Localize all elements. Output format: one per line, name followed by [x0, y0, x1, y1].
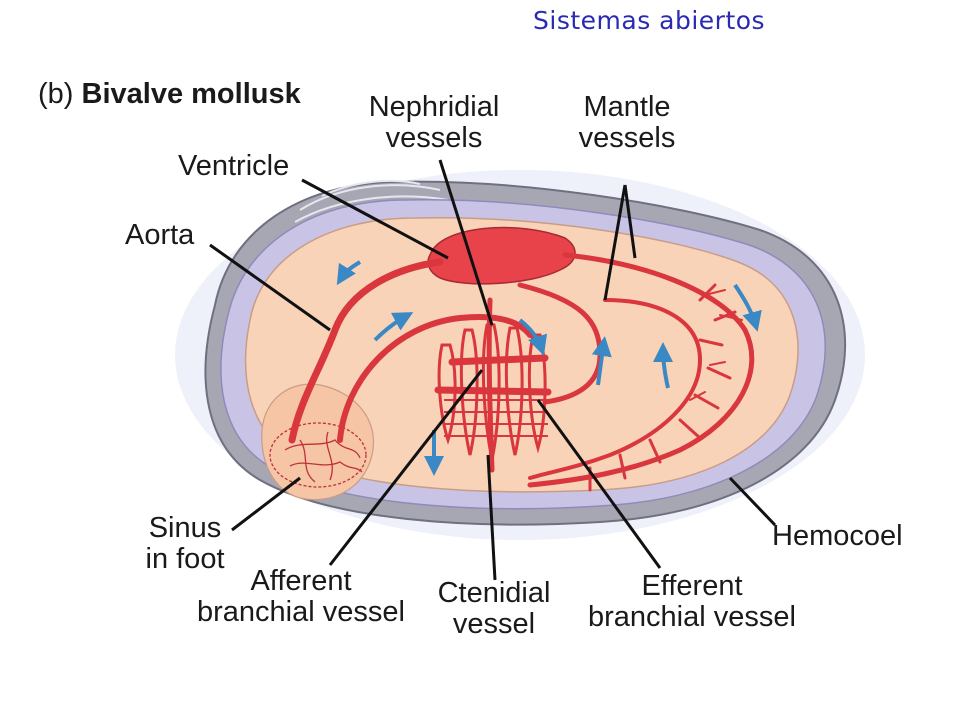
gill-crossbars — [444, 399, 548, 437]
label-aorta: Aorta — [125, 219, 195, 251]
label-ctenidial-line1: Ctenidial — [437, 577, 551, 609]
leader-ctenidial — [486, 454, 497, 581]
leader-aorta — [209, 243, 331, 332]
label-mantle-line1: Mantle — [583, 91, 671, 123]
label-afferent-branchial-vessel: Afferent branchial vessel — [185, 566, 417, 628]
leader-ventricle — [301, 178, 449, 260]
label-efferent-line1: Efferent — [641, 570, 743, 602]
figure-part-title: (b) Bivalve mollusk — [38, 78, 301, 111]
label-hemocoel: Hemocoel — [772, 520, 903, 552]
vessel-network — [288, 252, 755, 492]
label-sinus-line2: in foot — [145, 543, 225, 575]
part-letter: (b) — [38, 78, 74, 110]
label-nephridial-vessels: Nephridial vessels — [364, 92, 504, 154]
branchial-bars — [434, 354, 552, 396]
leader-efferent — [536, 399, 662, 569]
leader-hemocoel — [728, 476, 777, 527]
leader-mantle-a — [603, 184, 627, 301]
label-ventricle: Ventricle — [178, 150, 290, 182]
leader-sinus — [231, 476, 301, 532]
label-nephridial-line2: vessels — [385, 122, 483, 154]
leader-mantle-b — [623, 184, 637, 259]
label-efferent-line2: branchial vessel — [588, 601, 796, 633]
label-nephridial-line1: Nephridial — [368, 91, 500, 123]
label-sinus-in-foot: Sinus in foot — [130, 513, 240, 575]
label-mantle-line2: vessels — [578, 122, 676, 154]
leader-nephridial — [438, 159, 494, 326]
leader-afferent — [328, 369, 484, 566]
page-heading: Sistemas abiertos — [533, 6, 766, 35]
sinus-in-foot — [269, 422, 367, 488]
label-ctenidial-vessel: Ctenidial vessel — [420, 578, 568, 640]
leader-lines — [209, 159, 777, 581]
label-sinus-line1: Sinus — [148, 512, 222, 544]
label-afferent-line2: branchial vessel — [197, 596, 405, 628]
part-title: Bivalve mollusk — [81, 78, 301, 110]
label-ctenidial-line2: vessel — [452, 608, 536, 640]
label-mantle-vessels: Mantle vessels — [564, 92, 690, 154]
label-efferent-branchial-vessel: Efferent branchial vessel — [572, 571, 812, 633]
label-afferent-line1: Afferent — [250, 565, 352, 597]
